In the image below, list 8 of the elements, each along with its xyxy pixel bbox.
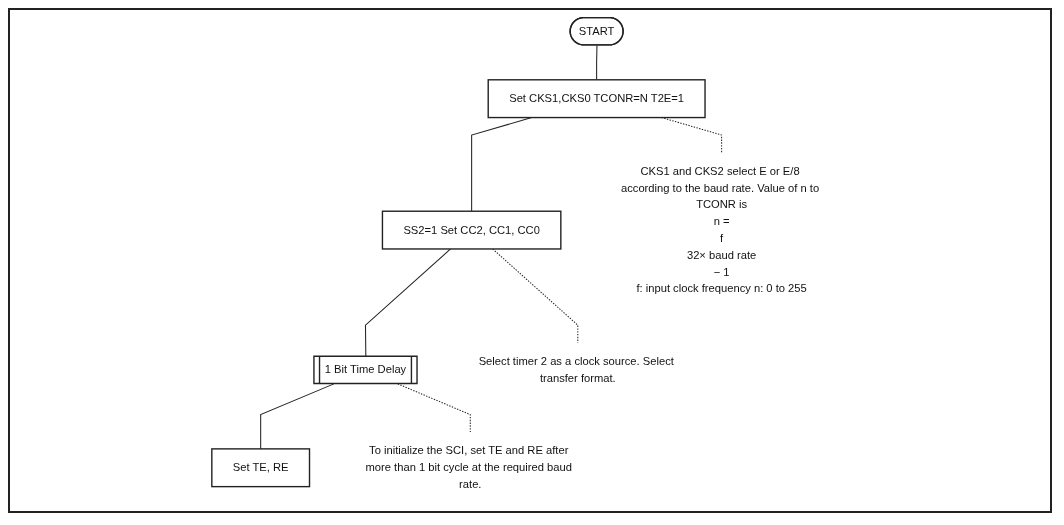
node-box: Set CKS1,CKS0 TCONR=N T2E=1	[487, 79, 707, 119]
node-text: To initialize the SCI, set TE and RE after more than 1 bit cycle at the required baud rate.	[365, 444, 573, 491]
connector	[596, 44, 598, 81]
node-box: SS2=1 Set CC2, CC1, CC0	[382, 210, 562, 250]
node-text: Select timer 2 as a clock source. Select transfer format.	[479, 355, 675, 384]
node-text: CKS1 and CKS2 select E or E/8 according to the baud rate. Value of n to TCONR is n = f 32× baud rate − 1 f: input clock frequency n: 0 to 255	[621, 165, 820, 295]
node-box: Set TE, RE	[211, 448, 311, 488]
connector	[492, 248, 579, 344]
